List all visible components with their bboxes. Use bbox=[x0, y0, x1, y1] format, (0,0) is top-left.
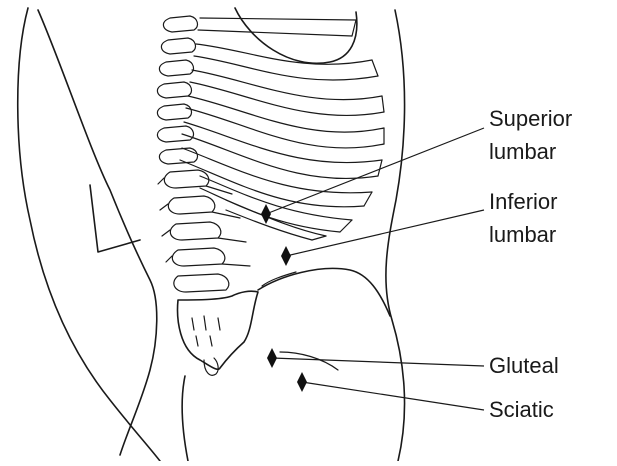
ribs bbox=[180, 18, 384, 240]
inferior-lumbar-label-line1: Inferior bbox=[489, 189, 557, 214]
vertebra-4 bbox=[157, 82, 191, 98]
vertebra-8 bbox=[164, 170, 208, 188]
sciatic-marker bbox=[297, 372, 307, 392]
leader-superior-lumbar bbox=[266, 128, 484, 214]
rib-7 bbox=[200, 176, 352, 232]
sacral-foramina bbox=[192, 316, 220, 346]
gluteal-label: Gluteal bbox=[489, 353, 559, 378]
vertebra-1 bbox=[163, 16, 197, 32]
vertebra-11 bbox=[172, 248, 224, 266]
buttock-contour bbox=[182, 376, 188, 461]
vertebra-10 bbox=[170, 222, 220, 240]
vertebra-2 bbox=[161, 38, 195, 54]
gluteal-fold bbox=[280, 352, 338, 370]
vertebra-6 bbox=[157, 126, 193, 142]
sacrum-outline bbox=[178, 291, 258, 369]
rib-3 bbox=[190, 70, 384, 115]
rib-5 bbox=[182, 122, 382, 179]
torso-outline bbox=[18, 8, 405, 461]
leader-gluteal bbox=[272, 358, 484, 366]
vertebra-12 bbox=[174, 274, 229, 292]
vertebra-7 bbox=[159, 148, 197, 164]
sciatic-label: Sciatic bbox=[489, 397, 554, 422]
right-back-contour bbox=[386, 10, 405, 461]
leader-sciatic bbox=[302, 382, 484, 410]
site-markers bbox=[261, 204, 307, 392]
arm-notch bbox=[90, 185, 140, 252]
labels: Superior lumbar Inferior lumbar Gluteal … bbox=[489, 106, 572, 422]
vertebra-5 bbox=[157, 104, 191, 120]
left-back-contour bbox=[18, 8, 160, 461]
iliac-crest bbox=[258, 268, 390, 316]
inferior-lumbar-marker bbox=[281, 246, 291, 266]
superior-lumbar-label-line1: Superior bbox=[489, 106, 572, 131]
vertebra-9 bbox=[168, 196, 214, 214]
rib-1 bbox=[198, 18, 356, 36]
superior-lumbar-label-line2: lumbar bbox=[489, 139, 556, 164]
left-arm-contour bbox=[38, 10, 157, 455]
vertebra-3 bbox=[159, 60, 193, 76]
gluteal-marker bbox=[267, 348, 277, 368]
inferior-lumbar-label-line2: lumbar bbox=[489, 222, 556, 247]
superior-lumbar-marker bbox=[261, 204, 271, 224]
rib-4 bbox=[186, 96, 384, 148]
leader-lines bbox=[266, 128, 484, 410]
